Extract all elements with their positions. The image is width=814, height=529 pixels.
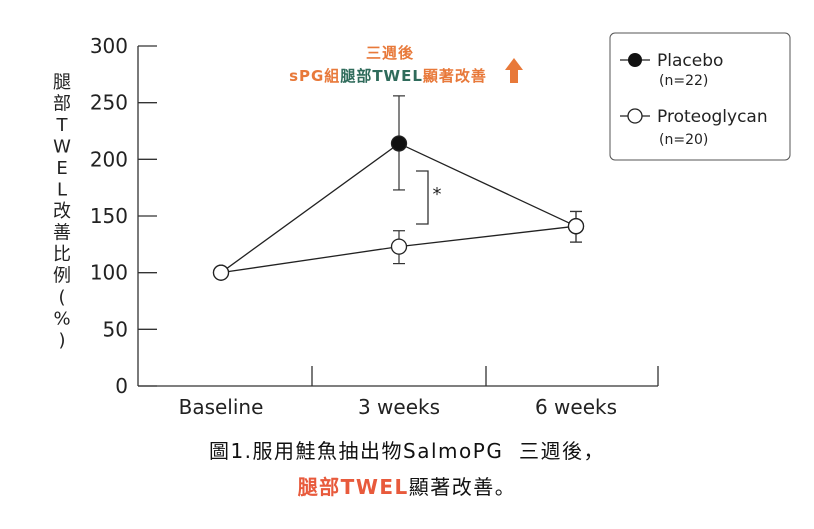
annotation-prefix: sPG組 — [289, 67, 340, 85]
legend-label-proteoglycan: Proteoglycan — [657, 107, 768, 127]
y-tick-label: 0 — [115, 374, 128, 398]
x-tick-label: Baseline — [179, 395, 264, 419]
caption-line-1: 圖1.服用鮭魚抽出物SalmoPG 三週後， — [209, 439, 605, 463]
caption: 圖1.服用鮭魚抽出物SalmoPG 三週後， 腿部TWEL顯著改善。 — [209, 439, 605, 499]
legend-marker-proteoglycan — [627, 108, 643, 124]
y-tick-label: 250 — [90, 91, 128, 115]
svg-text:腿部TWEL顯著改善。: 腿部TWEL顯著改善。 — [298, 475, 517, 499]
y-label-char: ( — [58, 287, 65, 308]
y-label-char: 比 — [53, 244, 71, 265]
data-point — [212, 264, 230, 281]
caption-highlight: 腿部TWEL — [298, 475, 409, 499]
caption-rest: 顯著改善。 — [409, 475, 517, 499]
data-point — [390, 135, 408, 152]
y-label-char: 改 — [53, 201, 71, 222]
significance-star: * — [433, 184, 442, 205]
y-label-char: W — [53, 137, 71, 158]
y-label-char: 部 — [53, 94, 71, 115]
annotation: 三週後 sPG組腿部TWEL顯著改善 — [289, 44, 523, 85]
y-tick-label: 300 — [90, 34, 128, 58]
y-label-char: 善 — [53, 223, 71, 244]
annotation-title: 三週後 — [366, 44, 414, 62]
series-proteoglycan — [212, 210, 585, 281]
significance-bracket: * — [416, 170, 442, 225]
series-layer — [212, 95, 585, 281]
legend-marker-placebo — [628, 53, 642, 67]
y-label-char: T — [56, 115, 69, 136]
y-label-char: L — [57, 180, 67, 201]
y-label-char: E — [56, 158, 67, 179]
y-label-char: 例 — [53, 266, 71, 287]
y-axis: 0 50 100 150 200 250 300 — [90, 34, 157, 398]
legend-n-placebo: (n=22) — [659, 73, 708, 89]
y-tick-label: 50 — [103, 317, 128, 341]
legend-label-placebo: Placebo — [657, 51, 723, 71]
data-point — [390, 238, 408, 255]
legend: Placebo (n=22) Proteoglycan (n=20) — [609, 32, 791, 161]
data-point — [567, 218, 585, 235]
x-axis: Baseline 3 weeks 6 weeks — [138, 366, 659, 419]
up-arrow-icon — [505, 58, 523, 83]
y-label-char: 腿 — [53, 72, 71, 93]
y-tick-label: 200 — [90, 147, 128, 171]
annotation-suffix: 顯著改善 — [423, 67, 487, 85]
y-tick-label: 100 — [90, 261, 128, 285]
x-tick-label: 3 weeks — [358, 395, 440, 419]
y-label-char: % — [53, 309, 70, 330]
y-label-char: ) — [58, 330, 65, 351]
y-tick-label: 150 — [90, 204, 128, 228]
svg-text:sPG組腿部TWEL顯著改善: sPG組腿部TWEL顯著改善 — [289, 67, 487, 85]
annotation-highlight: 腿部TWEL — [340, 67, 423, 85]
x-tick-label: 6 weeks — [535, 395, 617, 419]
legend-n-proteoglycan: (n=20) — [659, 132, 708, 148]
